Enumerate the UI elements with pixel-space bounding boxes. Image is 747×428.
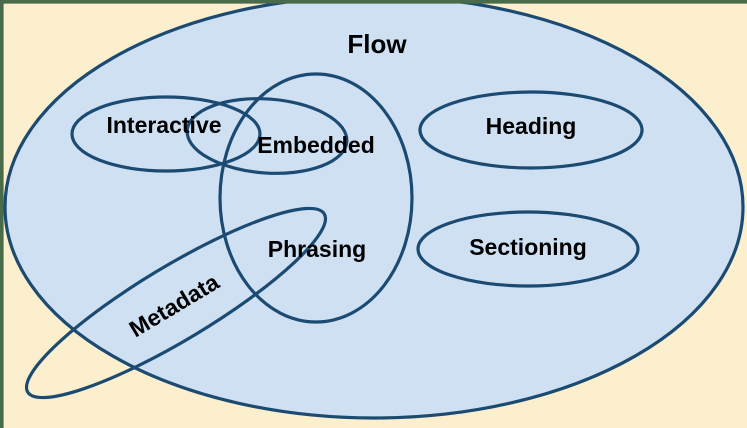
set-label-flow: Flow [347, 29, 407, 59]
set-ellipse-interactive[interactable] [70, 95, 262, 173]
set-ellipse-embedded[interactable] [185, 94, 350, 179]
set-ellipse-phrasing[interactable] [218, 72, 414, 324]
set-label-interactive: Interactive [106, 112, 221, 138]
set-ellipse-flow[interactable] [3, 0, 745, 420]
set-label-heading: Heading [486, 113, 577, 139]
set-label-phrasing: Phrasing [268, 236, 366, 262]
set-ellipse-metadata[interactable] [9, 182, 344, 424]
set-label-embedded: Embedded [257, 132, 375, 158]
set-ellipse-heading[interactable] [418, 90, 644, 170]
set-label-sectioning: Sectioning [469, 234, 587, 260]
set-ellipse-sectioning[interactable] [416, 210, 640, 288]
